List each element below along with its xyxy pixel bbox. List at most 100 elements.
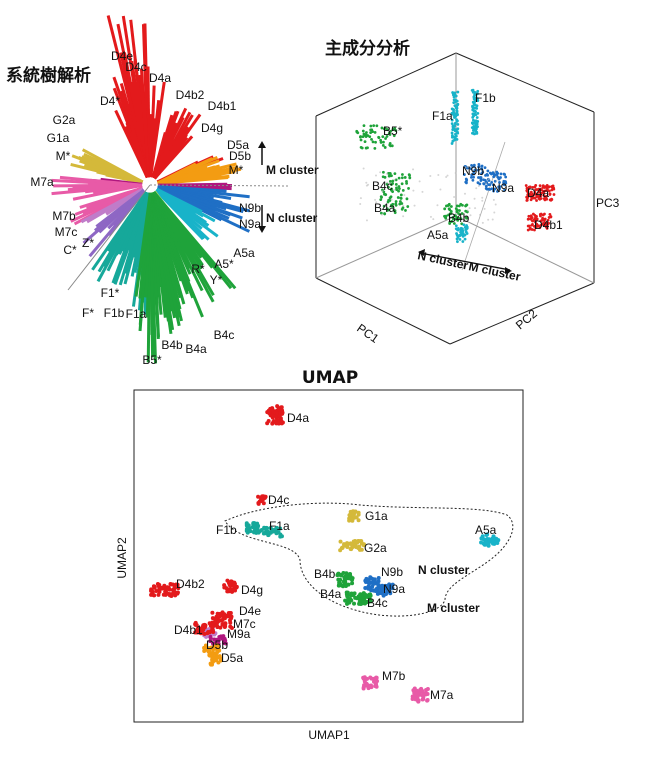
- pca-point: [470, 164, 473, 167]
- pca-point: [391, 127, 395, 131]
- pca-point: [389, 195, 393, 199]
- pca-point: [369, 131, 373, 135]
- pca-label-d4a: D4a: [527, 186, 549, 200]
- pca-point: [526, 217, 530, 221]
- pca-point: [473, 132, 477, 136]
- umap-point: [365, 676, 370, 681]
- umap-point: [207, 649, 212, 654]
- pca-point: [455, 109, 459, 113]
- pca-point: [550, 188, 554, 192]
- pca-point: [390, 198, 393, 201]
- umap-point: [356, 546, 361, 551]
- umap-point: [372, 578, 377, 583]
- pca-label-b4b: B4b: [448, 211, 470, 225]
- umap-point: [261, 531, 266, 536]
- pca-point: [479, 176, 483, 179]
- pca-point: [459, 230, 462, 234]
- umap-m-cluster-label: M cluster: [427, 601, 480, 615]
- pca-point: [487, 178, 490, 181]
- umap-point: [279, 421, 284, 426]
- umap-point: [368, 683, 373, 688]
- pca-point: [401, 188, 405, 192]
- umap-label-g1a: G1a: [365, 509, 388, 523]
- umap-point: [349, 547, 354, 552]
- pca-point: [493, 211, 496, 214]
- pca-point: [489, 172, 493, 176]
- umap-point: [338, 548, 343, 553]
- umap-point: [211, 641, 216, 646]
- pca-point: [471, 104, 474, 108]
- pca-point: [531, 196, 534, 200]
- clade-z-star: [88, 189, 146, 258]
- tree-divider-line: [149, 184, 291, 187]
- pca-point: [462, 233, 465, 237]
- umap-point: [369, 676, 374, 681]
- pca-point: [471, 178, 475, 182]
- umap-label-d4b1: D4b1: [174, 623, 203, 637]
- pca-point: [464, 227, 468, 231]
- pca-point: [450, 131, 454, 135]
- pca-point: [373, 146, 377, 150]
- umap-point: [352, 591, 357, 596]
- umap-point: [376, 575, 381, 580]
- pca-point: [398, 187, 401, 191]
- pca-point: [504, 180, 507, 184]
- umap-point: [171, 591, 176, 596]
- pca-point: [538, 226, 542, 230]
- pca-point: [534, 183, 538, 187]
- branch: [59, 175, 143, 187]
- umap-point: [279, 534, 284, 539]
- pca-point: [482, 178, 485, 182]
- umap-point: [366, 599, 371, 604]
- pca-point: [453, 196, 456, 199]
- pca-point: [524, 184, 528, 187]
- umap-point: [211, 629, 216, 634]
- pca-point: [474, 113, 478, 117]
- umap-point: [484, 540, 489, 545]
- pca-point: [539, 194, 543, 198]
- pca-point: [464, 177, 468, 181]
- umap-point: [366, 579, 371, 584]
- pca-point: [454, 94, 458, 98]
- pca-point: [454, 214, 457, 218]
- umap-point: [278, 526, 283, 531]
- clade-label-b4b: B4b: [161, 338, 183, 352]
- pca-point: [484, 187, 488, 190]
- pca-point: [394, 178, 398, 182]
- umap-point: [157, 589, 162, 594]
- pca-label-n9b: N9b: [462, 164, 484, 178]
- umap-point: [357, 601, 362, 606]
- pca-point: [474, 119, 478, 123]
- pca-point: [547, 221, 551, 225]
- pca-point: [447, 207, 451, 211]
- umap-point: [215, 649, 220, 654]
- pca-point: [535, 199, 538, 202]
- umap-point: [194, 623, 199, 628]
- umap-point: [274, 421, 279, 426]
- pca-point: [393, 209, 397, 213]
- umap-point: [161, 592, 166, 597]
- pca-point: [394, 203, 398, 207]
- pca-point: [397, 176, 401, 180]
- umap-point: [275, 417, 280, 422]
- clade-label-n9b: N9b: [239, 201, 261, 215]
- pca-point: [405, 181, 409, 185]
- pca-point: [386, 172, 389, 175]
- pca-point: [382, 127, 386, 131]
- umap-point: [169, 593, 174, 598]
- pca-point: [412, 189, 415, 192]
- pca-point: [384, 137, 387, 140]
- clade-label-f1a: F1a: [126, 307, 147, 321]
- pca-point: [476, 92, 479, 96]
- pca-point: [450, 118, 454, 122]
- pca-point: [383, 192, 387, 196]
- umap-point: [353, 539, 358, 544]
- umap-group-g2a: [338, 539, 366, 553]
- clade-label-f1-star: F1*: [101, 286, 120, 300]
- pca-point: [453, 121, 457, 125]
- pca-point: [407, 187, 410, 190]
- umap-point: [266, 533, 271, 538]
- branch: [151, 116, 185, 179]
- umap-group-f1b: [244, 521, 264, 535]
